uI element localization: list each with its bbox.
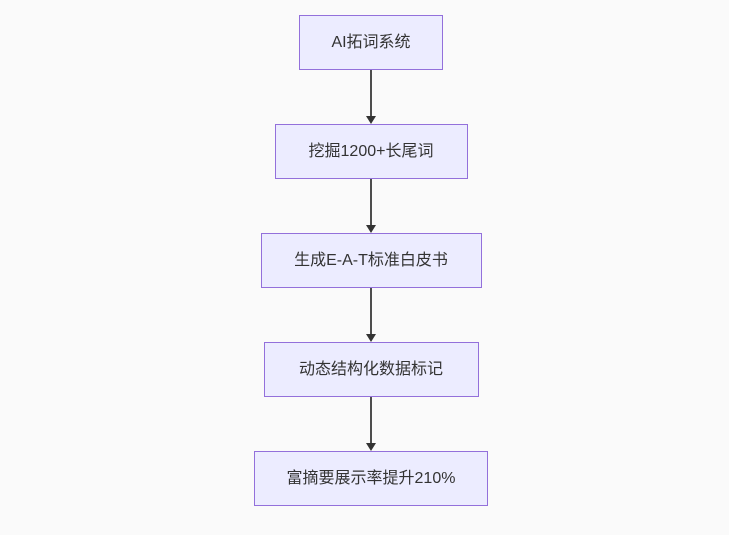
arrow-down-icon	[365, 288, 377, 342]
arrow-line	[370, 179, 372, 226]
arrowhead-icon	[366, 334, 376, 342]
flow-node-label: 挖掘1200+长尾词	[308, 142, 434, 160]
arrow-line	[370, 397, 372, 444]
flow-node-label: AI拓词系统	[331, 33, 411, 51]
flow-node-ai-word-expansion: AI拓词系统	[299, 15, 443, 70]
flow-node-rich-snippet-result: 富摘要展示率提升210%	[254, 451, 488, 506]
flow-node-structured-data-markup: 动态结构化数据标记	[263, 342, 479, 397]
flow-node-longtail-mining: 挖掘1200+长尾词	[274, 124, 468, 179]
flow-node-eat-whitepaper: 生成E-A-T标准白皮书	[260, 233, 482, 288]
arrowhead-icon	[366, 225, 376, 233]
arrow-line	[370, 288, 372, 335]
flow-node-label: 动态结构化数据标记	[298, 360, 443, 378]
flowchart: AI拓词系统 挖掘1200+长尾词 生成E-A-T标准白皮书 动态结构化数据标记	[254, 15, 488, 506]
arrowhead-icon	[366, 443, 376, 451]
arrowhead-icon	[366, 116, 376, 124]
flow-node-label: 生成E-A-T标准白皮书	[294, 251, 448, 269]
flow-node-label: 富摘要展示率提升210%	[286, 469, 456, 487]
arrow-down-icon	[365, 179, 377, 233]
arrow-down-icon	[365, 397, 377, 451]
arrow-down-icon	[365, 70, 377, 124]
arrow-line	[370, 70, 372, 117]
